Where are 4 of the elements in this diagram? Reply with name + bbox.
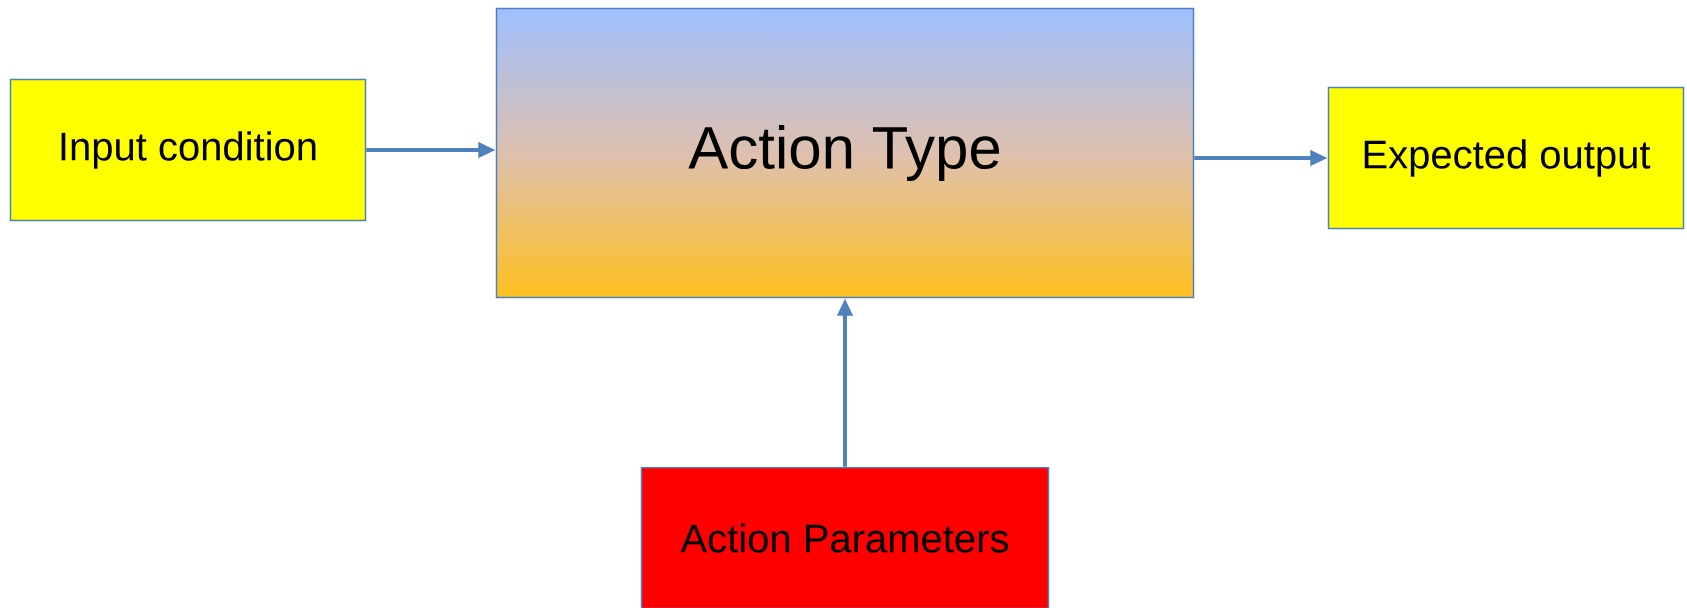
output-box: Expected output (1327, 86, 1685, 230)
process-box: Action Type (495, 7, 1195, 299)
input-box: Input condition (9, 78, 367, 222)
parameter-box: Action Parameters (640, 466, 1050, 608)
